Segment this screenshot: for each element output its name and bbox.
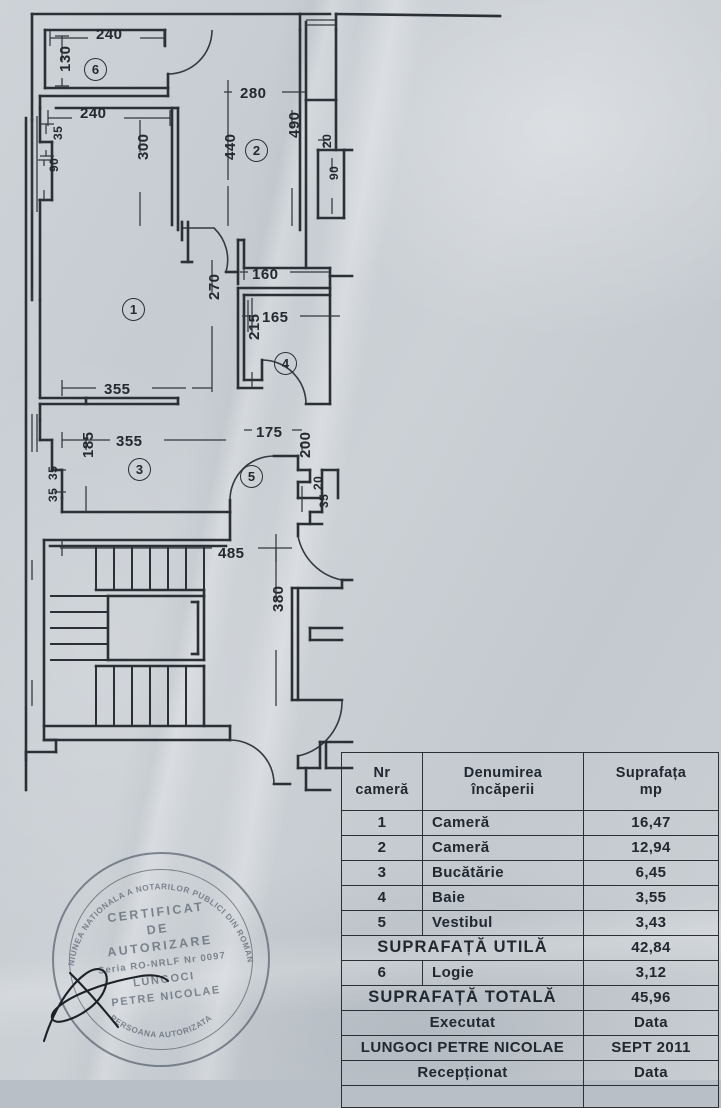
dim-90-right: 90	[327, 165, 341, 180]
dim-90-left: 90	[47, 157, 61, 172]
stamp-arc-text: UNIUNEA NATIONALA A NOTARILOR PUBLICI DI…	[52, 852, 254, 1039]
dim-485: 485	[218, 545, 245, 562]
cell-subtotal-area: 42,84	[583, 935, 719, 961]
cell-room-number: 2	[341, 835, 423, 861]
table-row-empty	[341, 1085, 719, 1108]
cell-logia-number: 6	[341, 960, 423, 986]
authorization-stamp: UNIUNEA NATIONALA A NOTARILOR PUBLICI DI…	[39, 839, 283, 1080]
dim-355-upper: 355	[104, 381, 131, 398]
cell-total-label: SUPRAFAȚĂ TOTALĂ	[341, 985, 584, 1011]
dim-175: 175	[256, 424, 283, 441]
cell-room-area: 3,43	[583, 910, 719, 936]
dim-240-logia-top: 240	[96, 26, 123, 43]
dim-35-left-a: 35	[46, 465, 60, 480]
cell-room-name: Cameră	[422, 810, 584, 836]
cell-received-date-label: Data	[583, 1060, 719, 1086]
plan-dimension-lines	[38, 30, 340, 706]
cell-room-area: 3,55	[583, 885, 719, 911]
cell-room-number: 1	[341, 810, 423, 836]
cell-room-name: Baie	[422, 885, 584, 911]
cell-room-name: Vestibul	[422, 910, 584, 936]
cell-executed-date-label: Data	[583, 1010, 719, 1036]
cell-room-name: Cameră	[422, 835, 584, 861]
dim-280: 280	[240, 85, 267, 102]
room-marker-4: 4	[274, 352, 297, 375]
plan-walls	[24, 12, 502, 792]
cell-room-area: 16,47	[583, 810, 719, 836]
dim-35-vestibul: 35	[317, 493, 331, 508]
room-marker-2: 2	[245, 139, 268, 162]
cell-room-number: 4	[341, 885, 423, 911]
cell-executed-label: Executat	[341, 1010, 584, 1036]
room-marker-1: 1	[122, 298, 145, 321]
dim-355-lower: 355	[116, 433, 143, 450]
dim-35-left-upper: 35	[51, 125, 65, 140]
cell-total-area: 45,96	[583, 985, 719, 1011]
dim-490: 490	[286, 111, 303, 138]
cell-empty-left	[341, 1085, 584, 1108]
cell-logia-name: Logie	[422, 960, 584, 986]
cell-room-area: 6,45	[583, 860, 719, 886]
cell-empty-right	[583, 1085, 719, 1108]
cell-subtotal-label: SUPRAFAȚĂ UTILĂ	[341, 935, 584, 961]
dim-20-right: 20	[320, 133, 334, 148]
cell-room-name: Bucătărie	[422, 860, 584, 886]
dim-215: 215	[246, 313, 263, 340]
dim-240-lower: 240	[80, 105, 107, 122]
dim-185: 185	[80, 431, 97, 458]
dim-200: 200	[297, 431, 314, 458]
dim-440: 440	[222, 133, 239, 160]
floor-plan-drawing	[24, 12, 502, 792]
dim-270: 270	[206, 273, 223, 300]
dim-130-logia: 130	[57, 45, 74, 72]
cell-room-number: 5	[341, 910, 423, 936]
room-marker-6: 6	[84, 58, 107, 81]
cell-author-date: SEPT 2011	[583, 1035, 719, 1061]
cell-logia-area: 3,12	[583, 960, 719, 986]
cell-received-label: Recepționat	[341, 1060, 584, 1086]
cell-author-name: LUNGOCI PETRE NICOLAE	[341, 1035, 584, 1061]
cell-room-area: 12,94	[583, 835, 719, 861]
dim-20-vestibul: 20	[311, 475, 325, 490]
dim-165: 165	[262, 309, 289, 326]
dim-35-left-b: 35	[46, 487, 60, 502]
dim-380: 380	[270, 585, 287, 612]
signature	[42, 968, 170, 1043]
room-marker-5: 5	[240, 465, 263, 488]
cell-room-number: 3	[341, 860, 423, 886]
dim-300: 300	[135, 133, 152, 160]
room-marker-3: 3	[128, 458, 151, 481]
dim-160: 160	[252, 266, 279, 283]
